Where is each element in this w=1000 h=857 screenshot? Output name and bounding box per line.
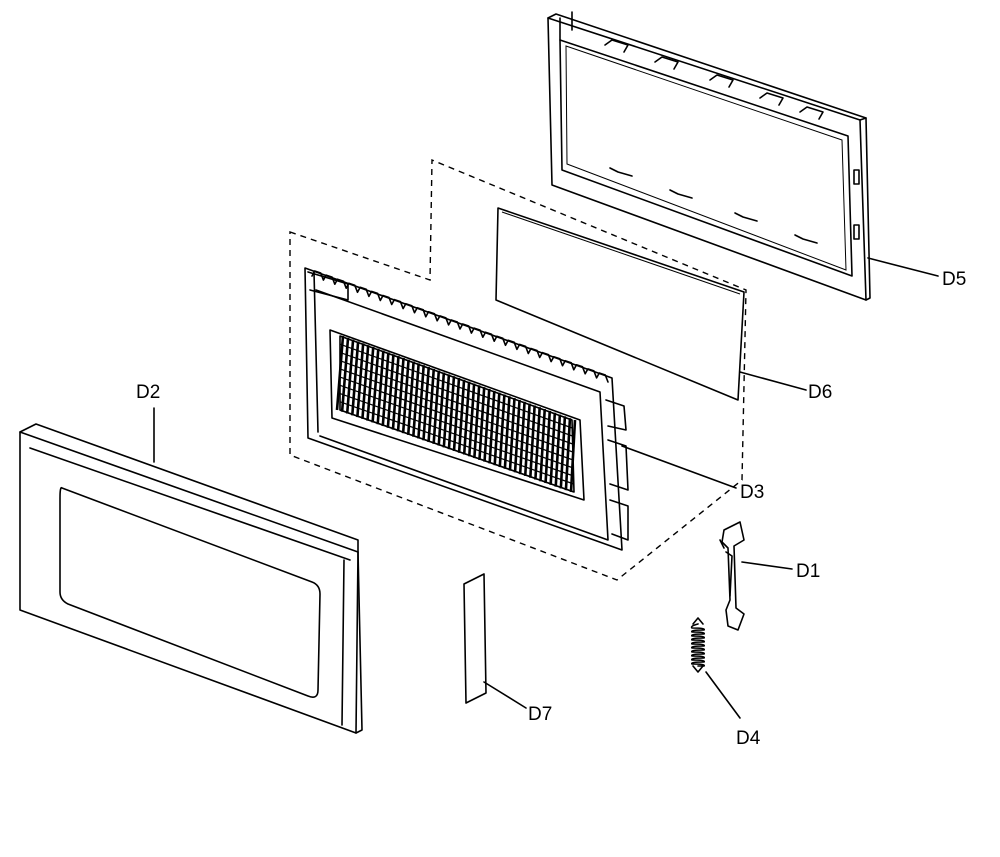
label-d3: D3 <box>740 482 764 503</box>
leader-d7 <box>483 681 527 709</box>
leader-d3 <box>621 445 737 489</box>
label-d1: D1 <box>796 561 820 582</box>
mesh-grille <box>335 335 577 493</box>
label-d5: D5 <box>942 269 966 290</box>
part-d1-latch <box>719 521 745 631</box>
label-d7: D7 <box>528 704 552 725</box>
leader-d5 <box>867 257 939 277</box>
leader-lines <box>153 257 939 719</box>
part-d5-door-frame <box>547 11 871 301</box>
part-d2-front-door <box>19 423 363 734</box>
part-d7-strip <box>463 573 487 704</box>
part-d3-inner-door <box>304 267 629 551</box>
leader-d4 <box>705 671 741 719</box>
part-d3-assembly-outline <box>289 158 747 581</box>
leader-d1 <box>741 561 793 570</box>
label-d2: D2 <box>136 382 160 403</box>
label-d4: D4 <box>736 728 761 749</box>
label-d6: D6 <box>808 382 832 403</box>
part-d4-spring <box>690 617 706 673</box>
part-d6-glass-panel <box>495 207 745 401</box>
leader-d6 <box>739 371 807 391</box>
